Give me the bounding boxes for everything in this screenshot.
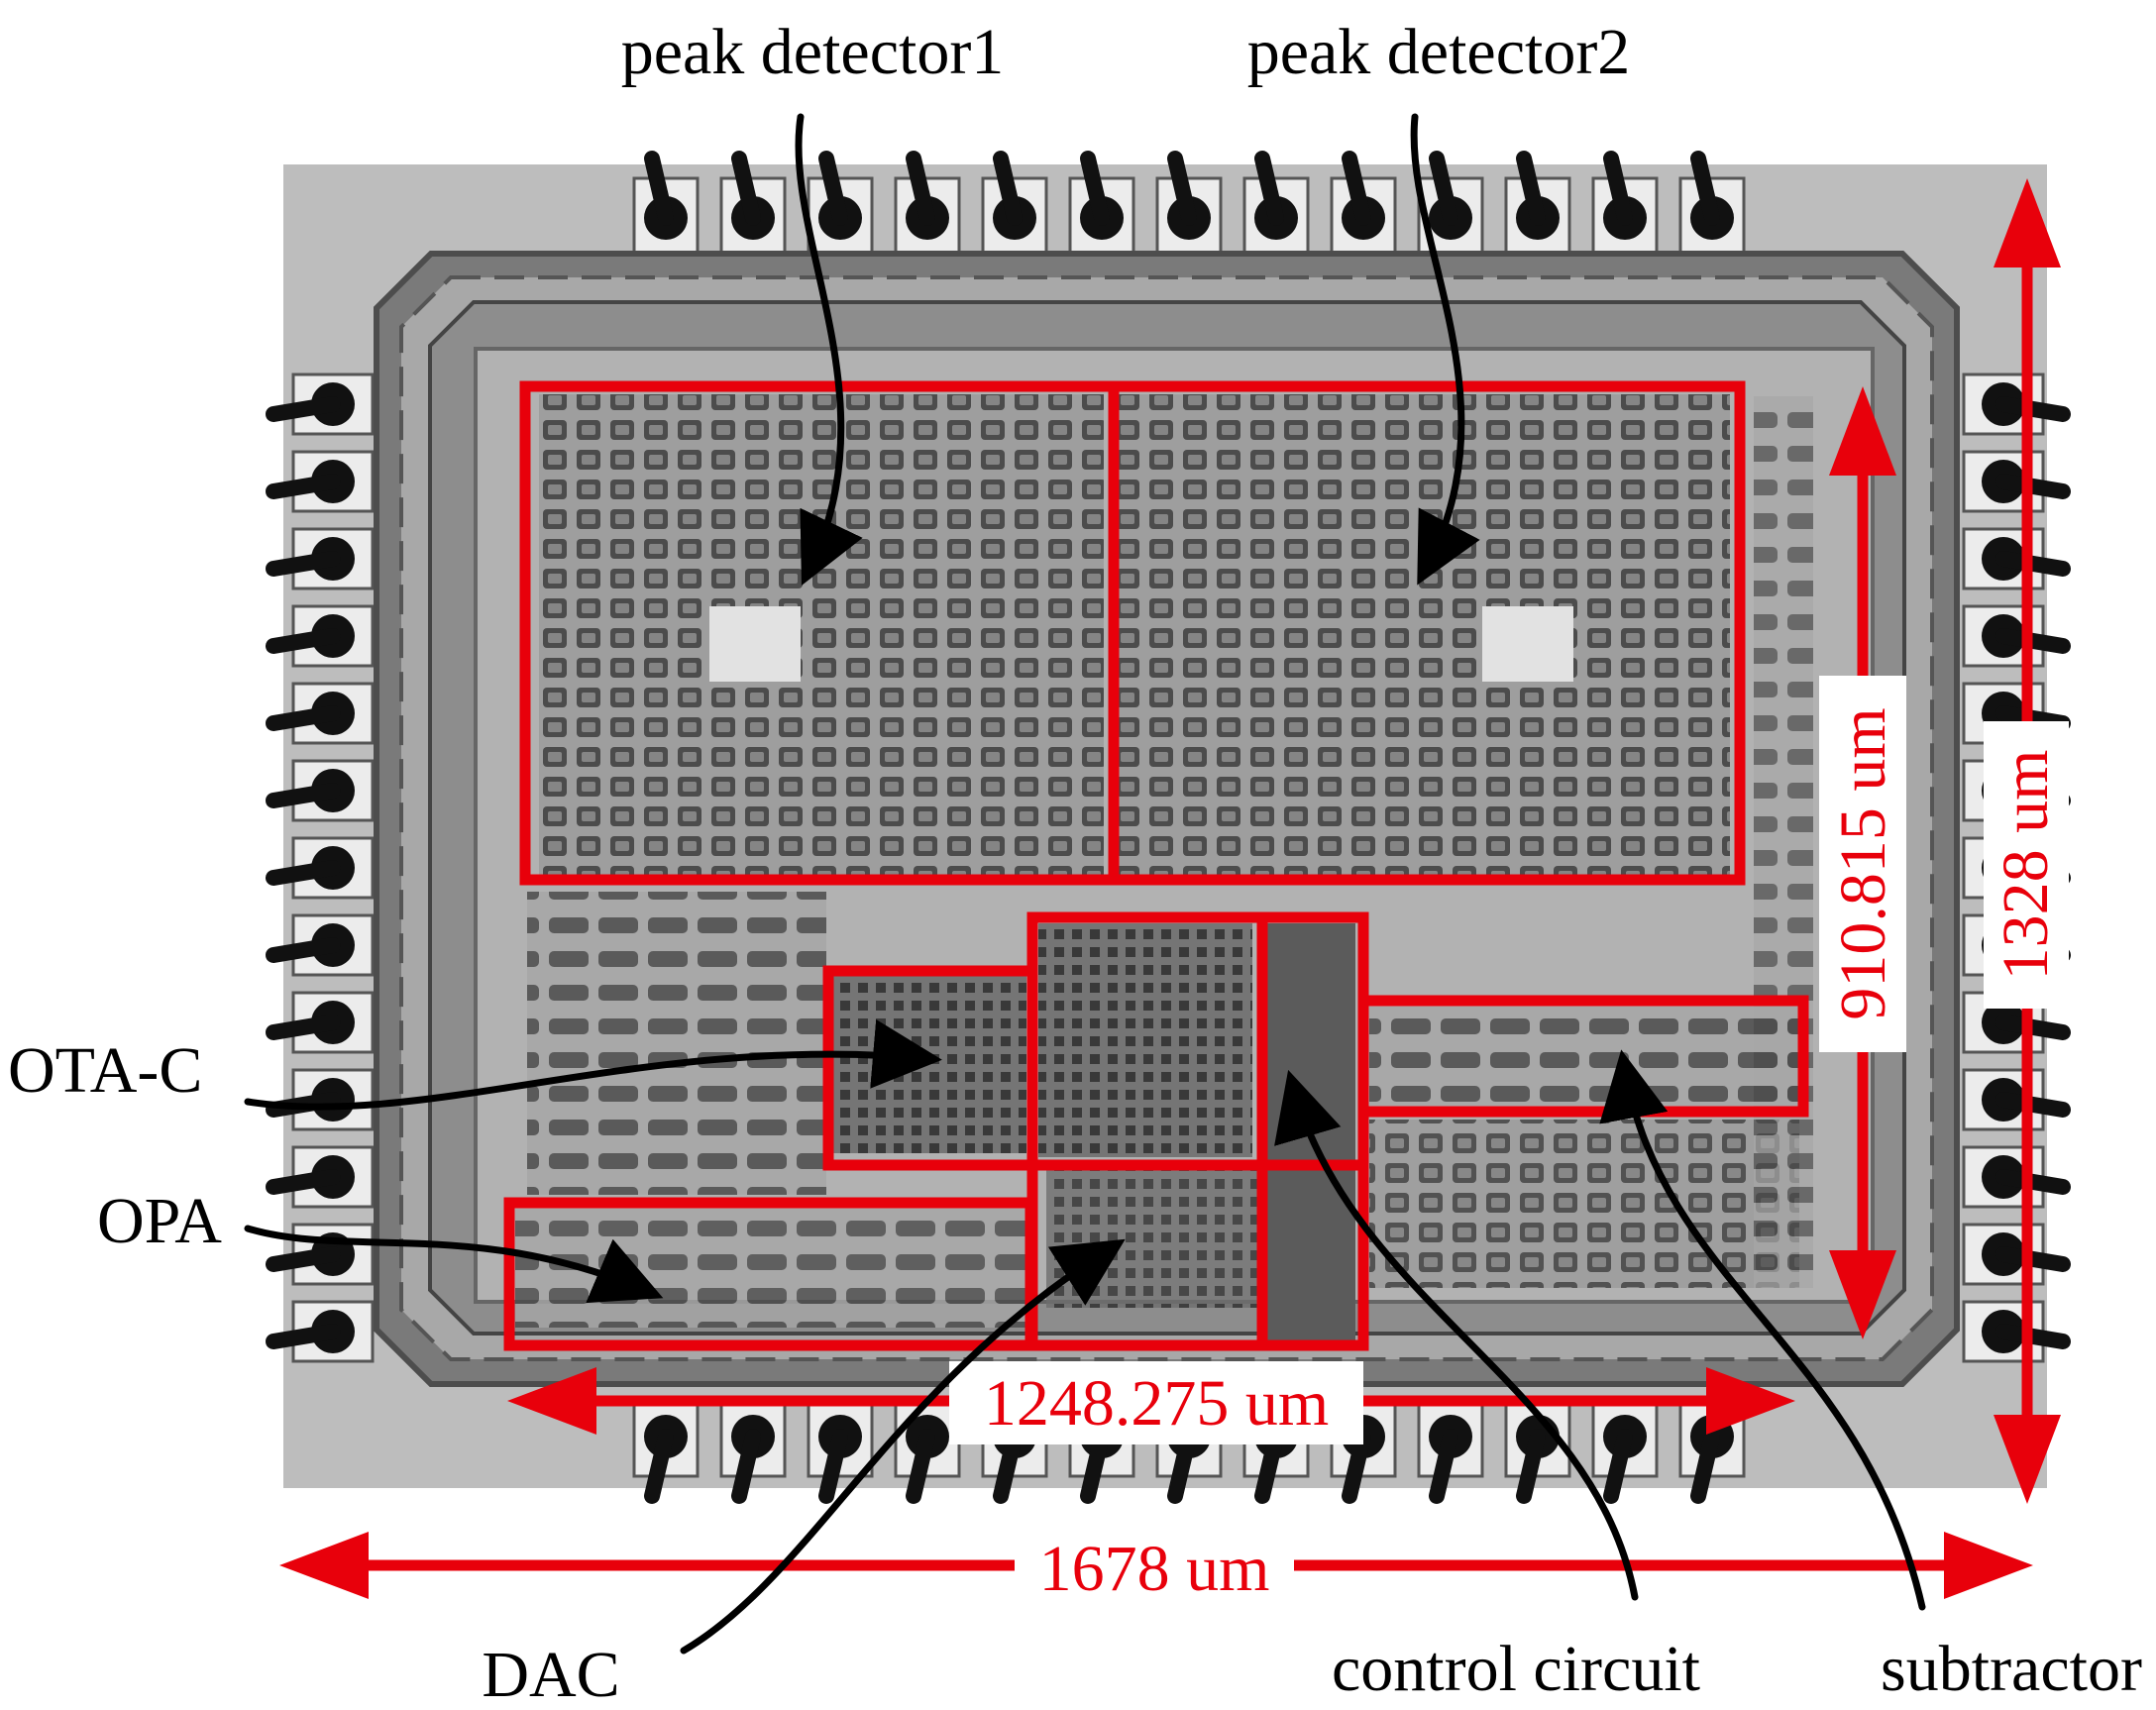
bond-wire: [266, 1324, 341, 1349]
bond-wire: [1254, 151, 1284, 226]
subtractor-texture: [1369, 1007, 1799, 1106]
core-height-arrow-top: [1829, 386, 1896, 476]
bond-wire: [906, 1429, 935, 1504]
lower-right-texture: [1369, 1120, 1799, 1288]
bond-wire: [1516, 1429, 1546, 1504]
label-opa: OPA: [97, 1185, 222, 1257]
core-height-label-bg: [1819, 676, 1906, 1052]
bond-wire: [1995, 396, 2071, 422]
dimension-arrows: 1678 um 1328 um 1248.275 um 910.815 um: [279, 178, 2069, 1605]
dac-texture: [1046, 1169, 1258, 1308]
bond-wire: [906, 151, 935, 226]
chip-height-arrow-top: [1994, 178, 2061, 267]
bond-wire: [1995, 1246, 2071, 1272]
core-height-arrow-bottom: [1829, 1250, 1896, 1339]
bond-wire: [1995, 551, 2071, 577]
pointer-arrows: [244, 113, 1926, 1655]
chip-width-label: 1678 um: [1039, 1533, 1270, 1605]
chip-width-label-bg: [1015, 1528, 1294, 1605]
label-peak-detector-2: peak detector2: [1247, 16, 1631, 88]
bond-wire: [1080, 1429, 1110, 1504]
chip-width-arrow-left: [279, 1532, 369, 1599]
bond-wire: [1995, 1324, 2071, 1349]
bond-wire: [266, 551, 341, 577]
bond-wire: [266, 1246, 341, 1272]
block-window-2: [1482, 606, 1573, 682]
peak-detector-1-texture: [539, 394, 1104, 878]
component-labels: peak detector1 peak detector2 OTA-C OPA …: [8, 16, 2142, 1710]
chip-height-arrow-bottom: [1994, 1415, 2061, 1504]
pointer-dac: [680, 1238, 1126, 1655]
bond-wire: [731, 1429, 761, 1504]
bond-wire: [644, 151, 674, 226]
region-outlines: [503, 380, 1809, 1351]
bond-wire: [1254, 1429, 1284, 1504]
bond-pads-left: [266, 373, 375, 1363]
bond-wire: [266, 1015, 341, 1040]
bond-wire: [266, 705, 341, 731]
chip-width-arrow-right: [1944, 1532, 2033, 1599]
label-control-circuit: control circuit: [1332, 1633, 1700, 1705]
bond-pads-top: [632, 151, 1746, 260]
bond-wire: [1995, 1169, 2071, 1195]
bond-wire: [1342, 151, 1371, 226]
bond-wire: [1429, 1429, 1458, 1504]
core-width-label-bg: [949, 1361, 1363, 1444]
bond-wire: [818, 1429, 848, 1504]
control-texture: [1038, 923, 1252, 1157]
pointer-control-circuit: [1274, 1069, 1639, 1601]
core-width-label: 1248.275 um: [984, 1367, 1329, 1440]
bond-wire: [731, 151, 761, 226]
right-column-texture: [1754, 396, 1813, 1288]
pointer-ota-c: [244, 1018, 942, 1111]
bond-wire: [1995, 474, 2071, 499]
bond-wire: [1995, 1015, 2071, 1040]
bond-wire: [1995, 628, 2071, 654]
bond-wire: [1995, 1092, 2071, 1118]
block-window-1: [709, 606, 801, 682]
bond-wire: [1167, 151, 1197, 226]
pointer-peak-detector-1: [795, 113, 863, 586]
bond-wire: [266, 474, 341, 499]
label-peak-detector-1: peak detector1: [621, 16, 1005, 88]
label-subtractor: subtractor: [1881, 1633, 2142, 1705]
chip-height-label-bg: [1984, 721, 2069, 1009]
bond-wire: [266, 860, 341, 886]
bond-wire: [266, 783, 341, 808]
bond-wire: [1690, 1429, 1720, 1504]
die-photo: [266, 151, 2071, 1504]
bond-wire: [993, 151, 1023, 226]
bond-wire: [266, 628, 341, 654]
bond-wire: [266, 396, 341, 422]
lower-left-texture: [527, 892, 826, 1195]
region-peak-detector-2: [1108, 380, 1746, 886]
bond-wire: [1342, 1429, 1371, 1504]
peak-detector-2-texture: [1118, 394, 1730, 878]
chip-height-label: 1328 um: [1990, 750, 2062, 981]
pointer-opa: [244, 1225, 664, 1304]
bond-wire: [818, 151, 848, 226]
core-width-arrow-right: [1706, 1367, 1795, 1435]
pointer-peak-detector-2: [1410, 113, 1480, 586]
bond-wire: [1429, 151, 1458, 226]
core-width-arrow-left: [507, 1367, 596, 1435]
bond-wire: [266, 1169, 341, 1195]
bond-pads-right: [1962, 373, 2071, 1363]
ota-c-texture: [832, 971, 1026, 1153]
region-bus: [1256, 911, 1369, 1351]
core-height-label: 910.815 um: [1827, 707, 1899, 1019]
label-ota-c: OTA-C: [8, 1034, 202, 1107]
bond-wire: [1516, 151, 1546, 226]
bond-wire: [1080, 151, 1110, 226]
bond-wire: [1167, 1429, 1197, 1504]
bond-wire: [644, 1429, 674, 1504]
bond-wire: [1603, 1429, 1633, 1504]
bond-wire: [266, 937, 341, 963]
bond-wire: [993, 1429, 1023, 1504]
pointer-subtractor: [1599, 1049, 1926, 1611]
label-dac: DAC: [482, 1639, 619, 1710]
bond-wire: [1603, 151, 1633, 226]
bond-wire: [1690, 151, 1720, 226]
